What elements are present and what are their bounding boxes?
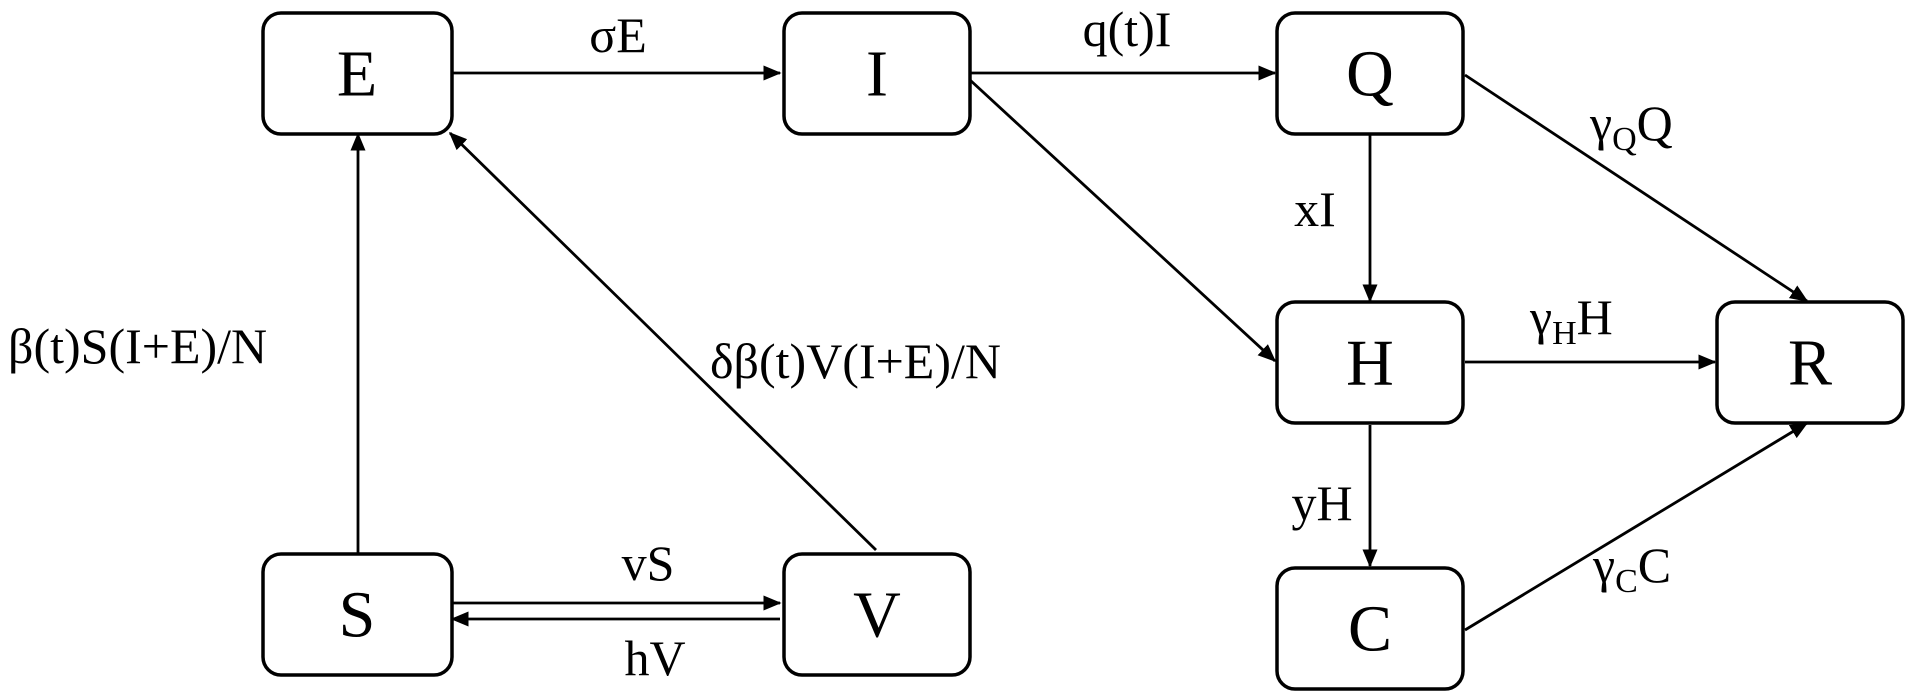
- label-q-to-r-gamma: γ: [1589, 95, 1612, 151]
- node-h-label: H: [1346, 327, 1394, 400]
- label-e-to-i: σE: [589, 7, 647, 63]
- label-v-to-e: δβ(t)V(I+E)/N: [710, 333, 1001, 389]
- edge-v-to-e: [448, 131, 877, 552]
- edge-labels: σE q(t)I γQQ xI β(t)S(I+E)/N δβ(t)V(I+E)…: [8, 1, 1673, 686]
- label-s-to-v: vS: [622, 535, 675, 591]
- node-e-label: E: [337, 38, 377, 111]
- node-v: V: [782, 552, 972, 677]
- node-q: Q: [1275, 11, 1465, 136]
- label-c-to-r-gamma: γ: [1592, 537, 1615, 593]
- label-h-to-c: yH: [1291, 475, 1352, 531]
- label-q-to-r-sub: Q: [1612, 121, 1637, 158]
- nodes: E I Q S V H R C: [261, 11, 1905, 691]
- node-c: C: [1275, 566, 1465, 691]
- label-q-to-h: xI: [1294, 181, 1336, 237]
- node-v-label: V: [853, 579, 901, 652]
- node-r-label: R: [1788, 327, 1832, 400]
- node-i-label: I: [866, 38, 888, 111]
- label-i-to-q: q(t)I: [1083, 1, 1172, 57]
- node-s: S: [261, 552, 454, 677]
- label-h-to-r-tail: H: [1577, 289, 1613, 345]
- label-c-to-r-tail: C: [1638, 537, 1671, 593]
- label-c-to-r: γCC: [1592, 537, 1671, 600]
- label-q-to-r-tail: Q: [1637, 95, 1673, 151]
- label-h-to-r-sub: H: [1552, 315, 1577, 352]
- label-h-to-r-gamma: γ: [1529, 289, 1552, 345]
- label-s-to-e: β(t)S(I+E)/N: [8, 318, 267, 374]
- node-i: I: [782, 11, 972, 136]
- node-e: E: [261, 11, 454, 136]
- node-r: R: [1715, 300, 1905, 425]
- edge-i-to-h: [969, 78, 1277, 363]
- label-v-to-s: hV: [624, 630, 685, 686]
- label-c-to-r-sub: C: [1615, 563, 1638, 600]
- label-h-to-r: γHH: [1529, 289, 1613, 352]
- node-s-label: S: [339, 579, 376, 652]
- edge-c-to-r: [1464, 421, 1809, 632]
- node-q-label: Q: [1346, 38, 1394, 111]
- edge-q-to-r: [1464, 73, 1809, 303]
- edges: [350, 65, 1809, 632]
- node-h: H: [1275, 300, 1465, 425]
- node-c-label: C: [1348, 593, 1392, 666]
- label-q-to-r: γQQ: [1589, 95, 1673, 158]
